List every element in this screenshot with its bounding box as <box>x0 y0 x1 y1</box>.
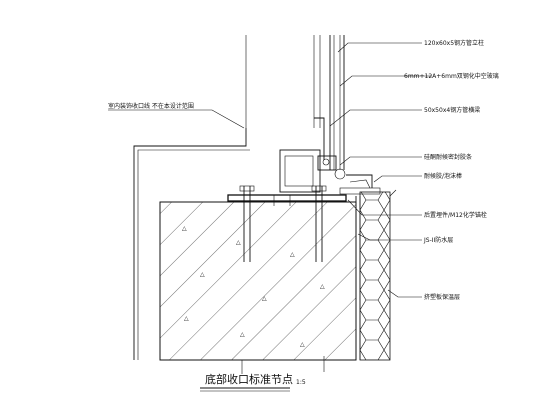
interior-finish <box>133 128 250 360</box>
svg-text:△: △ <box>300 341 305 348</box>
svg-text:△: △ <box>184 315 189 322</box>
concrete-slab: △ △ △ △ △ △ △ △ △ <box>159 201 357 361</box>
label-steel-tube: 50x50x4钢方管横梁 <box>424 106 480 114</box>
label-finish: 室内装饰收口线 不在本设计范围 <box>108 102 194 110</box>
svg-text:△: △ <box>240 331 245 338</box>
label-drain-strip: 硅酮耐候密封胶条 <box>424 153 472 161</box>
label-embed: 后置埋件/M12化学锚栓 <box>424 211 487 219</box>
upper-wall <box>245 35 321 128</box>
glass-panel <box>329 35 345 170</box>
insulation-layer <box>359 189 397 361</box>
svg-text:△: △ <box>262 295 267 302</box>
svg-text:△: △ <box>236 239 241 246</box>
leader-lines <box>108 42 432 298</box>
drawing-scale: 1:5 <box>296 379 306 386</box>
waterproof-layer <box>355 196 361 360</box>
drawing-title: 底部收口标准节点 <box>205 372 293 386</box>
label-mullion: 120x60x5钢方管立柱 <box>424 39 484 47</box>
label-waterproof: JS-II防水层 <box>423 236 453 244</box>
break-lines <box>241 356 325 374</box>
label-sealant: 耐候胶/泡沫棒 <box>424 172 462 180</box>
svg-text:△: △ <box>200 271 205 278</box>
sealant-detail <box>339 174 381 195</box>
svg-text:△: △ <box>320 283 325 290</box>
label-insulation: 挤塑板保温层 <box>424 293 460 301</box>
svg-text:△: △ <box>290 251 295 258</box>
steel-frame <box>279 117 346 193</box>
svg-text:△: △ <box>182 225 187 232</box>
label-glass: 6mm+12A+6mm双钢化中空玻璃 <box>404 72 499 80</box>
